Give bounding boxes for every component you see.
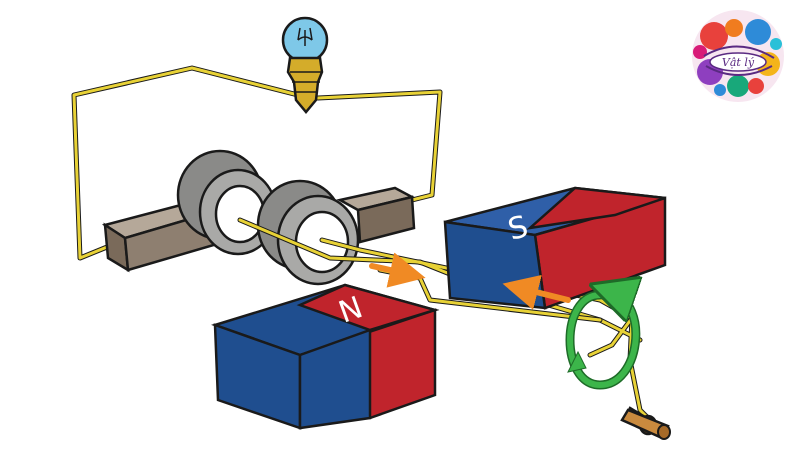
slip-ring-right <box>256 179 360 286</box>
current-arrow-right <box>502 274 571 310</box>
right-brush-block <box>336 186 416 244</box>
magnet-n: N <box>211 283 440 430</box>
bulb-base <box>286 56 324 114</box>
crank-handle[interactable] <box>620 406 671 440</box>
current-arrow-left <box>369 252 426 288</box>
logo-art <box>692 10 784 102</box>
slip-ring-left <box>176 149 278 256</box>
physics-logo: Vật lý <box>692 10 784 102</box>
logo-text: Vật lý <box>722 56 755 69</box>
rotation-arrow-icon <box>565 292 636 390</box>
light-bulb <box>281 16 329 114</box>
magnet-s: S <box>443 186 667 310</box>
